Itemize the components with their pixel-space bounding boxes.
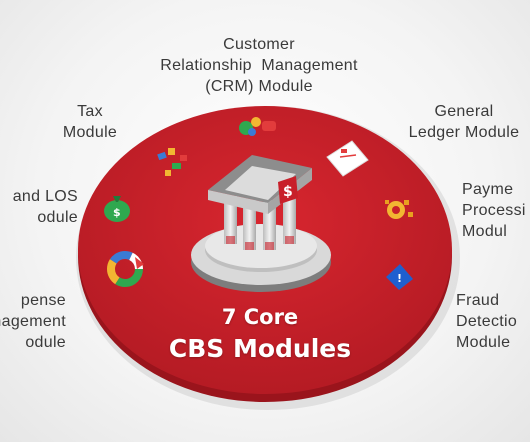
los-line-2: odule [37, 209, 78, 226]
svg-text:!: ! [397, 272, 402, 285]
fraud-detection-module-label: Fraud Detectio Module [456, 290, 530, 353]
loan-money-bag-icon: $ [104, 196, 130, 222]
fraud-line-2: Detectio [456, 313, 518, 330]
expense-management-module-label: pense nagement odule [0, 290, 66, 353]
fraud-alert-icon: ! [386, 264, 413, 290]
loan-los-module-label: and LOS odule [0, 186, 78, 228]
crm-line-3: (CRM) Module [205, 78, 313, 95]
pay-line-1: Payme [462, 181, 514, 198]
tax-puzzle-icon [157, 148, 187, 176]
payment-gear-icon [385, 200, 413, 219]
expense-donut-chart-icon [107, 251, 144, 287]
gl-line-1: General [434, 103, 494, 120]
tax-line-1: Tax [77, 103, 103, 120]
crm-chart-icon [239, 117, 276, 136]
pay-line-2: Processi [462, 202, 526, 219]
svg-text:$: $ [283, 184, 293, 200]
pay-line-3: Modul [462, 223, 508, 240]
exp-line-3: odule [25, 334, 66, 351]
svg-text:$: $ [113, 206, 121, 219]
payment-processing-module-label: Payme Processi Modul [462, 179, 530, 242]
crm-line-1: Customer [223, 36, 295, 53]
ledger-document-icon [326, 140, 369, 177]
fraud-line-1: Fraud [456, 292, 500, 309]
exp-line-1: pense [20, 292, 66, 309]
fraud-line-3: Module [456, 334, 511, 351]
crm-line-2: Relationship Management [160, 57, 358, 74]
gl-line-2: Ledger Module [408, 124, 520, 141]
los-line-1: and LOS [12, 188, 78, 205]
center-title-line-2: CBS Modules [168, 334, 352, 363]
center-title-line-1: 7 Core [221, 305, 299, 329]
bank-building-icon: $ [191, 155, 331, 292]
tax-module-label: Tax Module [50, 101, 130, 143]
tax-line-2: Module [62, 124, 118, 141]
crm-module-label: Customer Relationship Management (CRM) M… [148, 34, 370, 97]
exp-line-2: nagement [0, 313, 66, 330]
general-ledger-module-label: General Ledger Module [398, 101, 530, 143]
